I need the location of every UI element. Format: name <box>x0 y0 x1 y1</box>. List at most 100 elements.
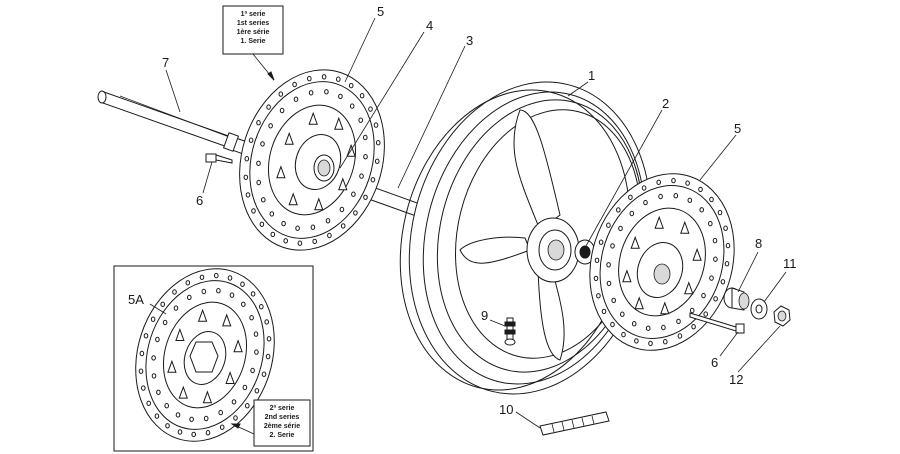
disc-cooling-window <box>178 385 189 399</box>
disc-drill-hole <box>191 431 196 438</box>
disc-drill-hole <box>254 349 259 355</box>
disc-drill-hole <box>173 305 179 311</box>
disc-drill-hole <box>673 193 679 199</box>
disc-drill-hole <box>708 220 713 227</box>
disc-drill-hole <box>151 355 156 361</box>
callout-2: 2 <box>662 96 669 111</box>
disc-drill-hole <box>295 225 300 231</box>
disc-drill-hole <box>359 173 364 179</box>
disc-drill-hole <box>338 93 343 100</box>
disc-drill-hole <box>233 415 238 421</box>
disc-cooling-window <box>288 192 298 206</box>
disc-drill-hole <box>656 179 662 186</box>
disc-drill-hole <box>248 137 254 143</box>
disc-drill-hole <box>676 318 681 325</box>
wheel-bearing <box>574 239 596 265</box>
disc-cooling-window <box>175 328 185 341</box>
disc-drill-hole <box>201 288 207 295</box>
disc-drill-hole <box>241 301 246 307</box>
callout-5-right: 5 <box>734 121 741 136</box>
disc-drill-hole <box>661 324 666 331</box>
disc-drill-hole <box>709 196 714 203</box>
balance-weight <box>539 411 610 436</box>
disc-cooling-window <box>225 371 235 384</box>
series-2-line-1: 2ª serie <box>270 405 295 412</box>
disc-cooling-window <box>314 197 324 211</box>
disc-drill-hole <box>324 89 329 95</box>
disc-drill-hole <box>325 218 331 224</box>
brake-disc-right <box>589 173 735 351</box>
disc-drill-hole <box>691 324 696 330</box>
disc-drill-hole <box>260 141 265 147</box>
disc-drill-hole <box>373 122 379 128</box>
disc-drill-hole <box>713 256 718 262</box>
disc-drill-hole <box>155 336 160 343</box>
disc-drill-hole <box>643 199 648 206</box>
disc-drill-hole <box>310 224 316 230</box>
disc-cooling-window <box>308 111 318 125</box>
disc-drill-hole <box>187 294 192 301</box>
disc-drill-hole <box>327 232 332 239</box>
disc-cooling-window <box>338 177 348 191</box>
disc-cooling-window <box>634 296 644 310</box>
disc-drill-hole <box>160 301 165 307</box>
series-box-1: 1ª serie 1st series 1ère série 1. Serie <box>222 5 284 55</box>
callout-9: 9 <box>481 308 488 323</box>
disc-drill-hole <box>620 311 625 317</box>
disc-drill-hole <box>261 371 267 377</box>
callout-8: 8 <box>755 236 762 251</box>
disc-drill-hole <box>250 291 256 297</box>
disc-drill-hole <box>606 222 611 228</box>
disc-drill-hole <box>634 338 639 344</box>
disc-drill-hole <box>214 272 219 279</box>
disc-drill-hole <box>279 107 285 114</box>
tire-valve <box>504 317 516 346</box>
disc-drill-hole <box>606 280 612 287</box>
disc-drill-hole <box>261 197 266 203</box>
disc-drill-hole <box>219 424 225 430</box>
disc-drill-hole <box>266 104 271 110</box>
disc-drill-hole <box>712 237 718 244</box>
disc-drill-hole <box>698 186 703 193</box>
disc-drill-hole <box>709 275 714 281</box>
series-box-2: 2ª serie 2nd series 2ème série 2. Serie <box>253 399 311 447</box>
disc-drill-hole <box>628 194 633 201</box>
disc-drill-hole <box>205 430 211 436</box>
disc-drill-hole <box>138 368 144 374</box>
disc-cooling-window <box>197 308 208 322</box>
disc-drill-hole <box>370 177 376 183</box>
disc-drill-hole <box>146 400 151 406</box>
disc-drill-hole <box>240 281 245 287</box>
callout-6-right: 6 <box>711 355 718 370</box>
disc-drill-hole <box>349 103 355 109</box>
disc-drill-hole <box>596 293 601 299</box>
disc-drill-hole <box>663 339 668 345</box>
disc-drill-hole <box>658 193 663 200</box>
disc-drill-hole <box>308 90 314 96</box>
disc-cooling-window <box>692 247 702 261</box>
disc-cooling-window <box>284 131 294 145</box>
callout-4: 4 <box>426 18 433 33</box>
disc-drill-hole <box>216 288 221 294</box>
spacer <box>723 287 750 311</box>
disc-cooling-window <box>622 269 632 283</box>
disc-drill-hole <box>172 289 177 295</box>
disc-drill-hole <box>685 180 690 186</box>
disc-cooling-window <box>660 301 670 315</box>
disc-drill-hole <box>270 231 276 238</box>
disc-drill-hole <box>203 415 209 422</box>
disc-drill-hole <box>244 156 250 162</box>
disc-drill-hole <box>689 307 695 314</box>
disc-drill-hole <box>336 76 341 82</box>
disc-drill-hole <box>249 315 254 321</box>
bolt-right <box>689 312 745 334</box>
series-1-line-3: 1ère série <box>237 29 270 36</box>
series-2-line-3: 2ème série <box>264 423 300 430</box>
disc-drill-hole <box>720 279 726 285</box>
disc-cooling-window <box>334 116 344 130</box>
disc-drill-hole <box>641 185 647 191</box>
disc-drill-hole <box>699 207 705 213</box>
disc-drill-hole <box>645 325 651 331</box>
disc-drill-hole <box>725 242 731 249</box>
